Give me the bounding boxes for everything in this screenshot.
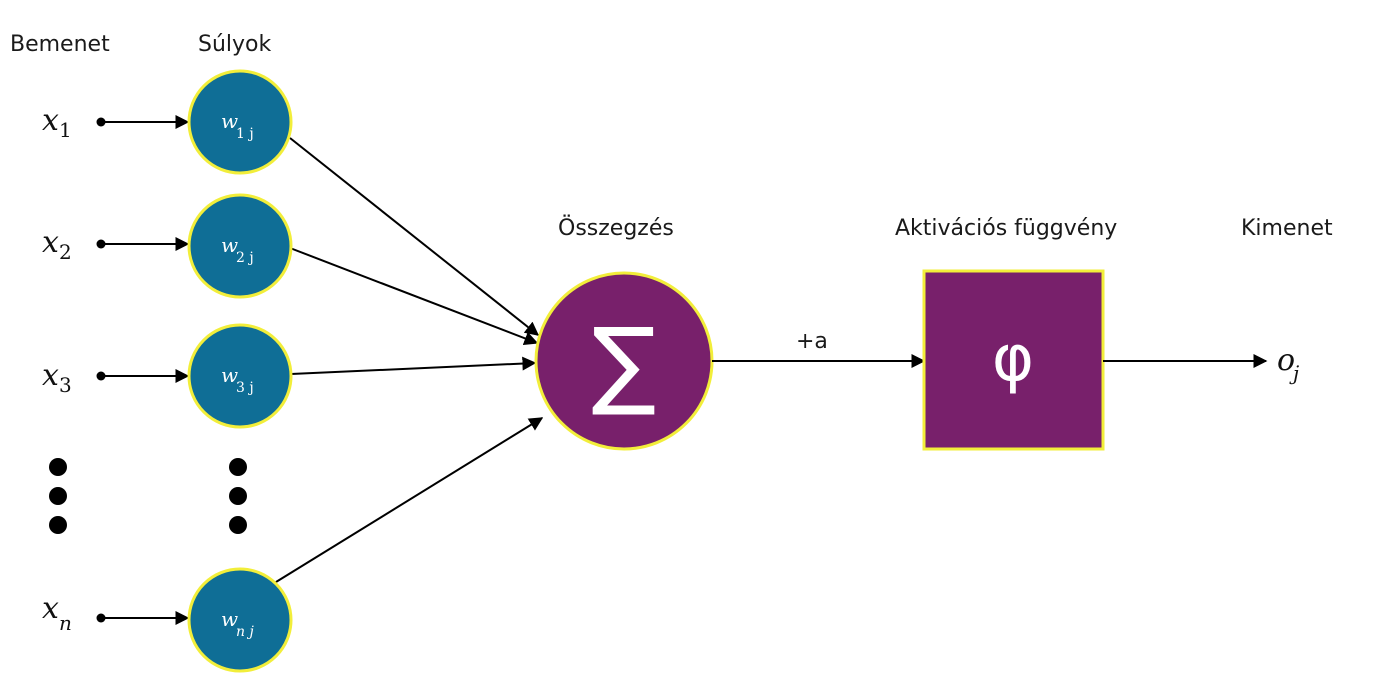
sum-node: ∑: [534, 271, 714, 451]
input-x3: x 3: [42, 358, 72, 397]
weight-node-2: w 2 j: [187, 193, 293, 299]
svg-text:w: w: [221, 607, 238, 631]
input-header: Bemenet: [10, 32, 110, 57]
input-var: x: [42, 103, 59, 138]
weight-ellipsis: [229, 458, 247, 534]
output-label: o j: [1277, 343, 1299, 385]
input-ellipsis: [49, 458, 67, 534]
input-x1: x 1: [42, 103, 72, 142]
bias-label: +a: [796, 329, 828, 354]
output-header: Kimenet: [1241, 216, 1333, 241]
svg-text:3 j: 3 j: [236, 380, 254, 396]
input-var: x: [42, 358, 59, 393]
weight-node-1: w 1 j: [187, 69, 293, 175]
input-var: x: [42, 225, 59, 260]
svg-text:j: j: [1289, 361, 1299, 385]
weight-to-sum-edge: [289, 137, 540, 336]
svg-text:2 j: 2 j: [236, 250, 254, 266]
input-x2: x 2: [42, 225, 72, 264]
sum-symbol: ∑: [592, 307, 657, 419]
activation-header: Aktivációs függvény: [895, 216, 1117, 241]
weight-to-sum-edge: [275, 417, 544, 583]
input-sub: n: [59, 611, 72, 635]
phi-symbol: φ: [992, 322, 1034, 396]
weight-to-sum-edge: [289, 247, 539, 346]
weight-node-n: w n j: [187, 567, 293, 673]
svg-text:w: w: [221, 109, 238, 133]
input-sub: 2: [59, 240, 72, 264]
input-var: x: [42, 591, 59, 626]
input-sub: 3: [59, 373, 72, 397]
sum-header: Összegzés: [558, 215, 674, 241]
input-xn: x n: [42, 591, 72, 635]
svg-text:o: o: [1277, 343, 1295, 378]
svg-text:w: w: [221, 363, 238, 387]
weights-header: Súlyok: [198, 32, 272, 57]
weight-to-sum-edge: [290, 356, 537, 375]
svg-text:n j: n j: [236, 624, 254, 640]
input-sub: 1: [59, 118, 72, 142]
svg-text:w: w: [221, 233, 238, 257]
weight-node-3: w 3 j: [187, 323, 293, 429]
svg-text:1 j: 1 j: [236, 126, 254, 142]
activation-node: φ: [922, 269, 1105, 451]
